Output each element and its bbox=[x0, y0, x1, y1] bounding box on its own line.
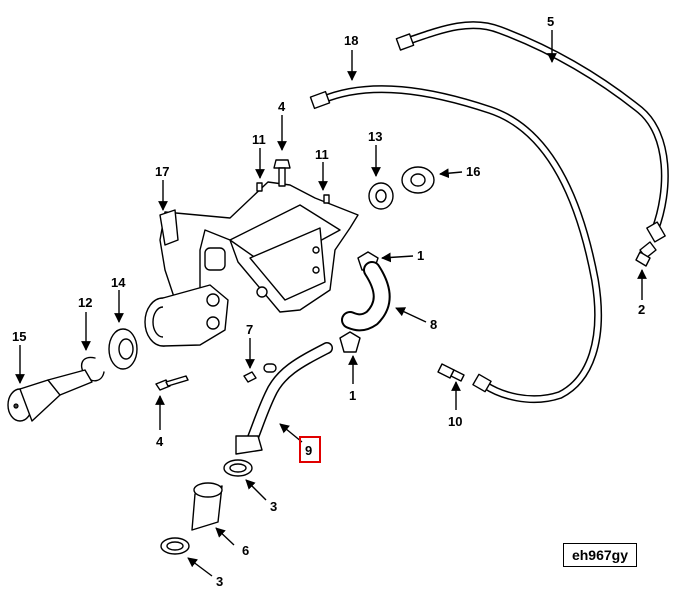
callout-9: 9 bbox=[305, 443, 312, 458]
callout-17: 17 bbox=[155, 164, 169, 179]
callout-18: 18 bbox=[344, 33, 358, 48]
callout-4-bottom: 4 bbox=[156, 434, 164, 449]
callout-4-top: 4 bbox=[278, 99, 286, 114]
washer-13 bbox=[368, 182, 394, 210]
pin-11-right bbox=[323, 194, 330, 204]
callout-13: 13 bbox=[368, 129, 382, 144]
reference-code-label: eh967gy bbox=[563, 543, 637, 567]
highlight-box-9 bbox=[299, 436, 321, 463]
callout-2: 2 bbox=[638, 302, 645, 317]
bolt-7 bbox=[243, 371, 257, 383]
seal-14 bbox=[108, 328, 138, 370]
fitting-1-bottom bbox=[339, 331, 361, 353]
fitting-2 bbox=[635, 251, 651, 267]
callout-11-left: 11 bbox=[252, 132, 266, 147]
callout-14: 14 bbox=[111, 275, 126, 290]
tube-9 bbox=[235, 342, 333, 455]
hydraulic-line-18 bbox=[309, 85, 602, 404]
callout-12: 12 bbox=[78, 295, 92, 310]
callout-11-right: 11 bbox=[315, 147, 329, 162]
pin-11-left bbox=[256, 182, 263, 192]
callout-7: 7 bbox=[246, 322, 253, 337]
fitting-10 bbox=[437, 363, 465, 382]
hose-6 bbox=[191, 482, 223, 531]
hydraulic-line-5 bbox=[395, 21, 669, 259]
callout-15: 15 bbox=[12, 329, 26, 344]
callout-6: 6 bbox=[242, 543, 249, 558]
bolt-4-top bbox=[273, 159, 291, 187]
seal-16 bbox=[401, 166, 435, 194]
clamp-3-top bbox=[223, 459, 253, 477]
callout-labels: 18 5 4 11 11 13 16 17 1 2 14 12 15 8 7 1… bbox=[12, 14, 645, 589]
bolt-4-bottom bbox=[155, 375, 189, 391]
callout-3-top: 3 bbox=[270, 499, 277, 514]
release-shaft-15 bbox=[7, 369, 93, 422]
clamp-3-bottom bbox=[160, 537, 190, 555]
callout-16: 16 bbox=[466, 164, 480, 179]
callout-5: 5 bbox=[547, 14, 554, 29]
cylinder-housing bbox=[144, 284, 229, 347]
callout-3-bottom: 3 bbox=[216, 574, 223, 589]
callout-8: 8 bbox=[430, 317, 437, 332]
hose-8 bbox=[341, 261, 391, 332]
callout-10: 10 bbox=[448, 414, 462, 429]
callout-1-top: 1 bbox=[417, 248, 424, 263]
leader-lines bbox=[15, 30, 647, 577]
callout-1-bottom: 1 bbox=[349, 388, 356, 403]
